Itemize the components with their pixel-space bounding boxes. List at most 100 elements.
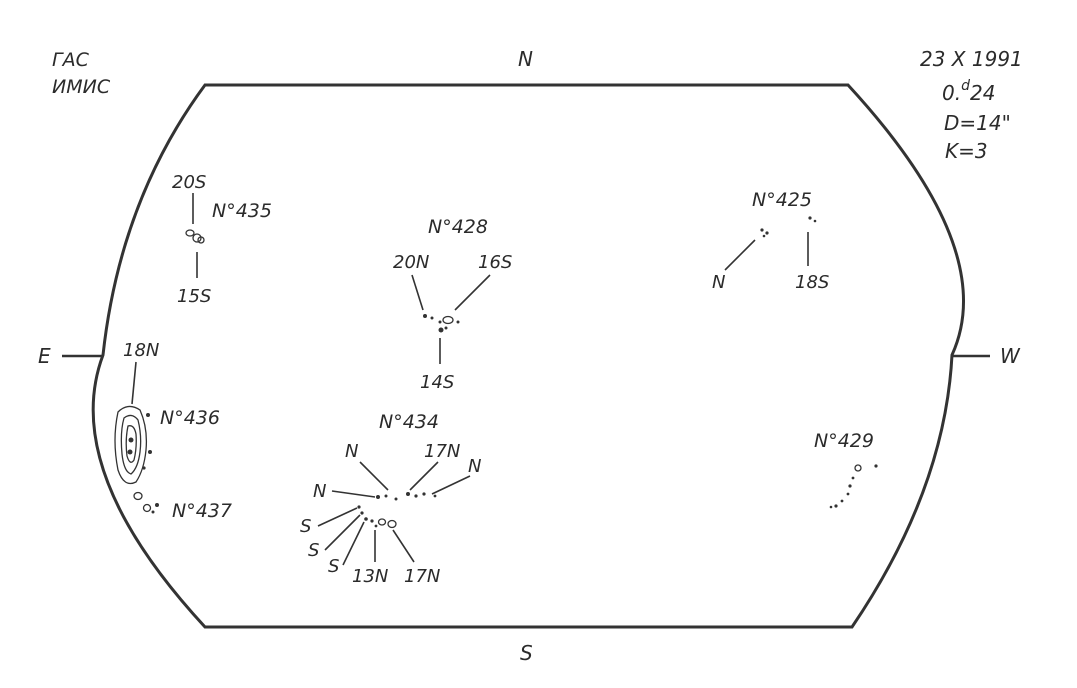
group-428-bottom-label: 14S [420,372,454,393]
group-435-top-label: 20S [172,172,206,193]
group-435-bottom-label: 15S [177,286,211,307]
group-434: N°434 N 17N N N S S S 13N 17N [300,411,481,587]
observatory-line2: ИМИС [52,76,111,98]
group-425-right-label: 18S [795,272,829,293]
group-434-spot [414,494,418,498]
group-428-right-leader [454,274,491,311]
group-428-spot [430,316,434,320]
group-434-n1-leader [359,461,389,491]
group-429-spot [829,505,833,509]
group-428-left-leader [411,274,424,311]
group-428-name: N°428 [428,216,488,238]
group-428-spot [444,326,448,330]
group-436-spot [142,466,146,470]
group-429-spot [874,464,878,468]
group-428-left-label: 20N [393,252,429,273]
group-437-name: N°437 [172,500,232,522]
group-436-penumbra-outer [114,405,148,485]
k-value: K=3 [945,139,988,163]
group-428-spot [442,315,454,325]
group-425-spot [760,228,764,232]
group-434-n1-label: N [345,441,358,462]
north-label: N [518,47,533,71]
group-434-s3-leader [342,521,365,566]
group-434-spot [377,518,387,526]
group-436-spot [146,413,150,417]
group-425-left-leader [724,239,756,271]
group-434-spot [433,494,437,498]
group-437-spot [155,503,159,507]
group-425: N°425 N 18S [712,189,829,293]
group-435-spot [197,236,205,244]
group-429-spot [834,504,838,508]
group-434-n2-leader [409,461,439,491]
group-435-name: N°435 [212,200,272,222]
group-435: 20S N°435 15S [172,172,272,307]
observatory-line1: ГАС [52,49,90,71]
group-434-b2-label: 17N [404,566,440,587]
group-434-spot [360,511,364,515]
group-436-name: N°436 [160,407,220,429]
group-436-spot [127,449,133,455]
group-429: N°429 [814,430,878,509]
observation-date: 23 X 1991 [920,47,1023,71]
group-436-penumbra-inner [120,414,142,475]
group-436-top-label: 18N [123,340,159,361]
observation-time: 0.d24 [942,78,995,105]
group-434-spot [394,497,398,501]
group-425-spot [808,216,812,220]
group-434-s2-label: S [308,540,319,561]
group-429-spot [848,484,852,488]
disk-diameter: D=14" [944,111,1011,135]
group-425-name: N°425 [752,189,812,211]
group-428: N°428 20N 16S 14S [393,216,512,393]
group-436: 18N N°436 [114,340,220,485]
group-435-spot [185,229,195,237]
group-434-n3-leader [431,475,471,495]
group-436-spot [148,450,152,454]
group-428-spot [456,320,460,324]
group-434-n3-label: N [468,456,481,477]
group-429-spot [851,476,855,480]
group-434-n2-label: 17N [424,441,460,462]
group-434-spot [384,494,388,498]
group-425-spot [813,219,817,223]
group-435-spot [192,233,202,243]
group-425-spot [762,234,766,238]
group-434-spot [357,505,361,509]
group-434-spot [370,519,374,523]
group-428-right-label: 16S [478,252,512,273]
group-437-spot [151,510,155,514]
group-434-spot [422,492,426,496]
east-label: E [38,344,51,368]
group-429-spot [840,499,844,503]
group-434-b2-leader [392,529,415,563]
group-434-spot [374,524,378,528]
group-434-n4-label: N [313,481,326,502]
group-425-spot [765,231,769,235]
group-437-spot [142,503,152,513]
group-434-spot [376,495,380,499]
group-434-name: N°434 [379,411,439,433]
group-434-spot [364,517,368,521]
group-436-top-leader [131,361,137,405]
group-425-left-label: N [712,272,725,293]
group-434-spot [406,492,410,496]
group-434-s2-leader [324,514,361,551]
south-label: S [520,641,533,665]
group-436-spot [128,437,134,443]
group-429-spot [854,464,862,472]
group-437: N°437 [133,491,232,522]
group-434-s1-leader [317,507,358,527]
group-429-spot [846,492,850,496]
group-429-name: N°429 [814,430,874,452]
group-428-spot [438,327,444,333]
group-434-b1-label: 13N [352,566,388,587]
group-434-s3-label: S [328,556,339,577]
group-436-umbra [125,425,137,463]
group-428-spot [423,314,427,318]
group-434-spot [387,519,397,529]
west-label: W [1000,344,1021,368]
